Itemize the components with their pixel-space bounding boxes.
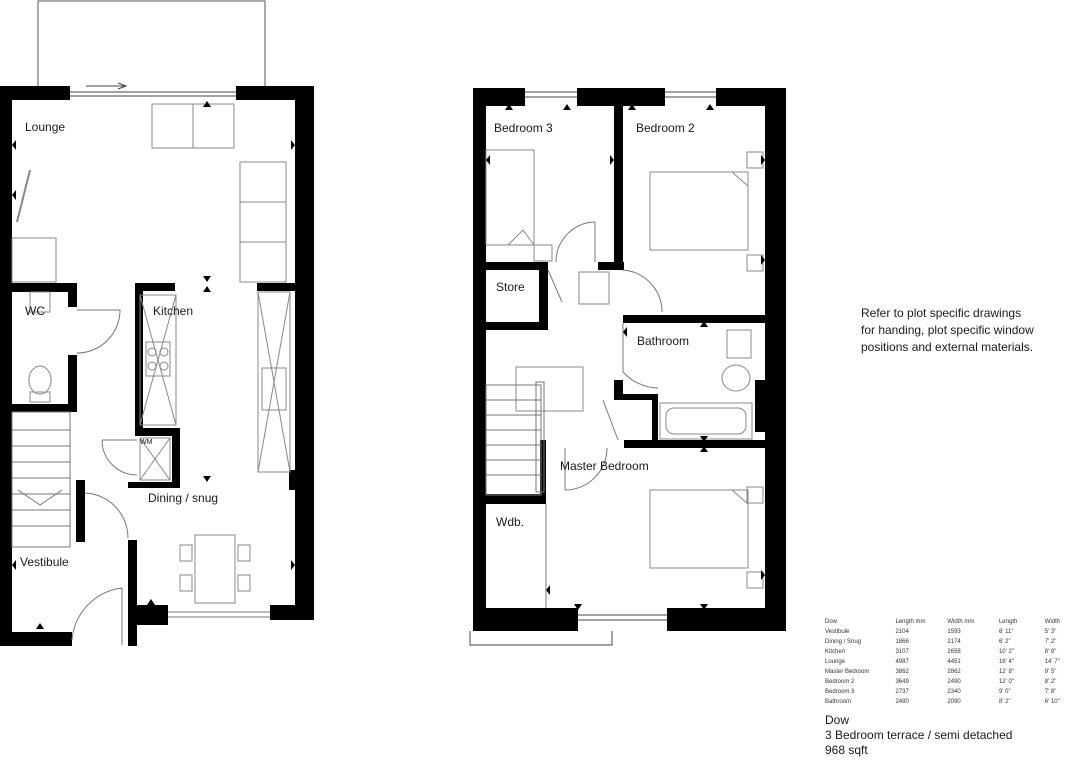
first-windows — [469, 91, 716, 646]
table-cell: 2090 — [947, 699, 961, 705]
table-cell: 9' 5" — [1044, 669, 1057, 675]
table-cell: 5' 3" — [1044, 629, 1057, 635]
table-row: Bathroom 2480 2090 8' 2" 6' 10" — [825, 697, 1077, 707]
table-cell: 2737 — [895, 689, 909, 695]
table-cell: Bedroom 3 — [825, 689, 855, 695]
house-type-name: Dow — [825, 713, 850, 727]
first-markers — [486, 104, 765, 610]
table-cell: 3862 — [895, 669, 909, 675]
washing-machine-label: WM — [140, 439, 153, 446]
table-cell: 4987 — [895, 659, 909, 665]
room-label-store: Store — [496, 280, 525, 294]
table-cell: 6' 11" — [998, 629, 1014, 635]
first-external-walls — [473, 88, 786, 631]
table-cell: 2658 — [947, 649, 961, 655]
first-doors — [545, 221, 663, 608]
patio-outline — [37, 0, 266, 86]
ground-doors — [71, 309, 270, 645]
table-cell: Vestibule — [825, 629, 850, 635]
ground-external-walls — [0, 86, 314, 646]
table-cell: Length mm — [895, 619, 926, 625]
table-cell: 12' 8" — [998, 669, 1014, 675]
room-label-vestibule: Vestibule — [20, 555, 69, 569]
house-type-description: 3 Bedroom terrace / semi detached — [825, 728, 1013, 742]
table-cell: 1866 — [895, 639, 909, 645]
room-label-wardrobe: Wdb. — [496, 515, 525, 529]
first-stairs — [485, 381, 545, 496]
room-label-dining: Dining / snug — [148, 491, 219, 505]
first-floor-plan — [469, 88, 786, 646]
room-label-kitchen: Kitchen — [153, 304, 194, 318]
table-cell: 14' 7" — [1044, 659, 1060, 665]
room-label-bathroom: Bathroom — [637, 334, 690, 348]
table-cell: Bathroom — [825, 699, 852, 705]
table-cell: 6' 2" — [998, 639, 1011, 645]
room-label-bedroom-3: Bedroom 3 — [494, 121, 553, 135]
room-label-bedroom-2: Bedroom 2 — [636, 121, 695, 135]
note-line-3: positions and external materials. — [861, 340, 1034, 354]
table-cell: Bedroom 2 — [825, 679, 855, 685]
table-cell: 8' 9" — [1044, 649, 1057, 655]
table-cell: 7' 2" — [1044, 639, 1057, 645]
table-row: Bedroom 3 2737 2340 9' 0" 7' 8" — [825, 687, 1077, 697]
table-cell: 8' 2" — [1044, 679, 1057, 685]
table-cell: Dow — [825, 619, 838, 625]
table-row: Dining / Snug 1866 2174 6' 2" 7' 2" — [825, 637, 1077, 647]
ground-stairs — [11, 411, 71, 548]
table-cell: Kitchen — [825, 649, 846, 655]
table-row: Vestibule 2104 1593 6' 11" 5' 3" — [825, 627, 1077, 637]
note-line-1: Refer to plot specific drawings — [861, 306, 1022, 320]
table-cell: 2104 — [895, 629, 909, 635]
table-cell: Master Bedroom — [825, 669, 870, 675]
table-row: Kitchen 3107 2658 10' 2" 8' 9" — [825, 647, 1077, 657]
table-cell: 3107 — [895, 649, 909, 655]
room-label-wc: WC — [25, 304, 45, 318]
house-type-footer: Dow 3 Bedroom terrace / semi detached 96… — [825, 713, 1012, 758]
table-cell: 2490 — [947, 679, 961, 685]
table-cell: 1593 — [947, 629, 961, 635]
ground-furniture — [11, 103, 291, 604]
table-cell: Width mm — [947, 619, 975, 625]
ground-markers — [12, 101, 295, 629]
first-furniture — [485, 149, 764, 589]
ground-floor-plan — [0, 0, 314, 646]
table-row: Lounge 4987 4451 16' 4" 14' 7" — [825, 657, 1077, 667]
table-cell: 2862 — [947, 669, 961, 675]
note-line-2: for handing, plot specific window — [861, 323, 1034, 337]
table-cell: Dining / Snug — [825, 639, 862, 645]
table-cell: 10' 2" — [998, 649, 1014, 655]
room-label-lounge: Lounge — [25, 120, 66, 134]
drawing-note: Refer to plot specific drawings for hand… — [861, 305, 1034, 356]
table-cell: 8' 2" — [998, 699, 1011, 705]
table-cell: 2340 — [947, 689, 961, 695]
table-cell: Lounge — [825, 659, 846, 665]
room-label-master-bedroom: Master Bedroom — [560, 459, 649, 473]
table-cell: 3649 — [895, 679, 909, 685]
first-internal-walls — [486, 104, 785, 504]
table-cell: 16' 4" — [998, 659, 1014, 665]
table-cell: Width — [1044, 619, 1061, 625]
table-cell: 9' 0" — [998, 689, 1011, 695]
table-row: Master Bedroom 3862 2862 12' 8" 9' 5" — [825, 667, 1077, 677]
table-cell: 12' 0" — [998, 679, 1014, 685]
table-row: Bedroom 2 3649 2490 12' 0" 8' 2" — [825, 677, 1077, 687]
rear-sliding-door — [70, 82, 236, 97]
table-cell: 4451 — [947, 659, 961, 665]
table-cell: 6' 10" — [1044, 699, 1060, 705]
table-cell: 2174 — [947, 639, 961, 645]
table-cell: 7' 8" — [1044, 689, 1057, 695]
house-type-area: 968 sqft — [825, 743, 868, 757]
ground-internal-walls — [12, 283, 295, 542]
table-cell: Length — [998, 619, 1018, 625]
table-header-row: Dow Length mm Width mm Length Width — [825, 617, 1077, 627]
table-cell: 2480 — [895, 699, 909, 705]
